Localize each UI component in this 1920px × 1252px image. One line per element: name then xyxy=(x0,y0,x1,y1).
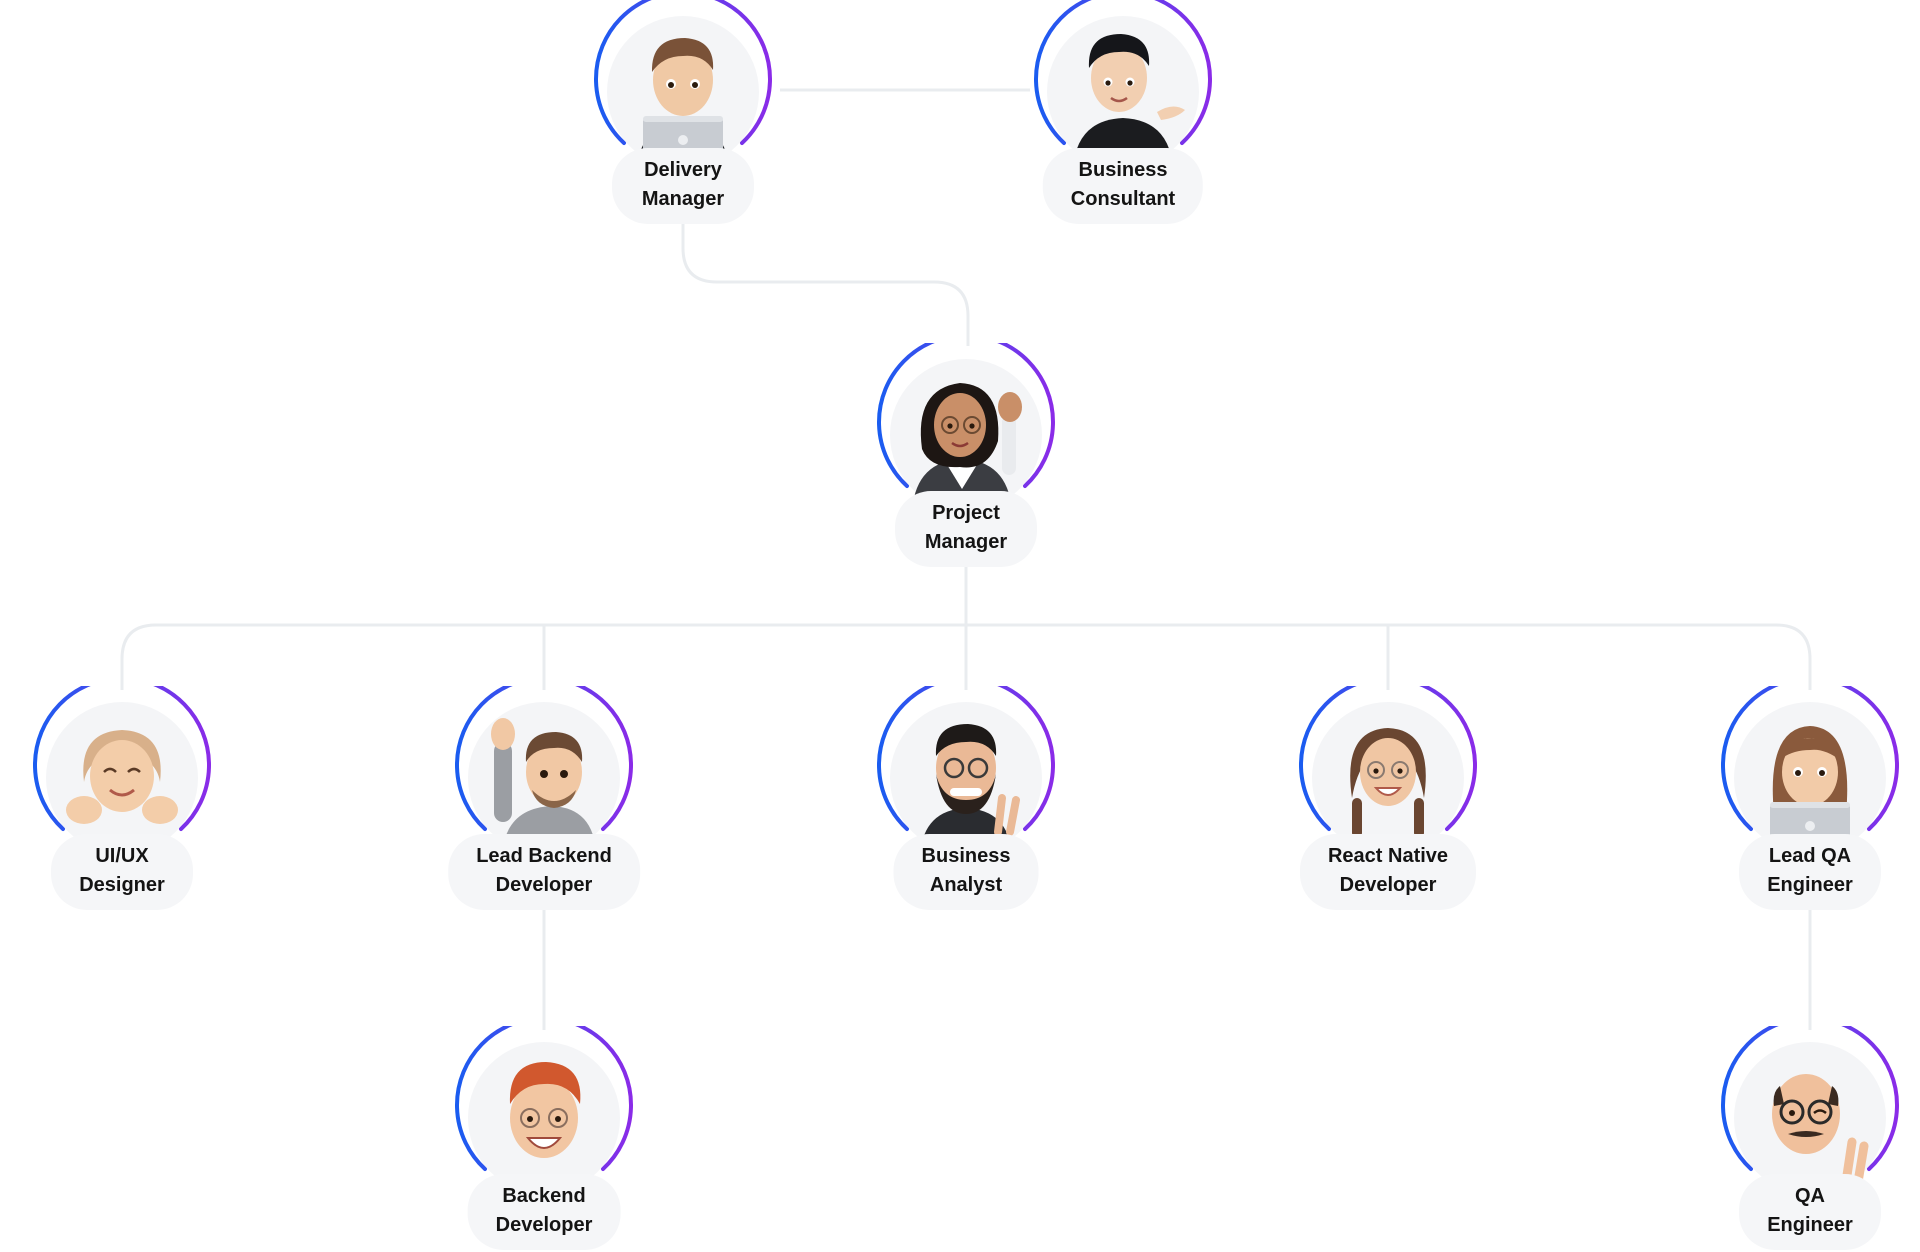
role-title-line-2: Developer xyxy=(495,874,593,896)
node-delivery-manager[interactable]: Delivery Manager xyxy=(583,0,783,226)
avatar-ring xyxy=(877,686,1055,831)
role-title-line-2: Manager xyxy=(924,531,1008,553)
avatar-ring xyxy=(1721,1026,1899,1171)
role-title-line-2: Developer xyxy=(1339,874,1437,896)
role-title-line-2: Engineer xyxy=(1767,874,1853,896)
role-title-line-1: UI/UX xyxy=(95,845,149,867)
node-qa-engineer[interactable]: QA Engineer xyxy=(1710,1026,1910,1252)
role-title-line-2: Designer xyxy=(79,874,165,896)
memoji-braided-woman-icon xyxy=(1312,702,1464,854)
memoji-laptop-woman-icon xyxy=(1734,702,1886,854)
ring-arc xyxy=(1721,686,1899,831)
role-label: Project Manager xyxy=(895,491,1037,567)
ring-arc xyxy=(1721,1026,1899,1171)
avatar-ring xyxy=(455,686,633,831)
memoji-laptop-man-icon xyxy=(607,16,759,168)
memoji-winking-man-icon xyxy=(1734,1042,1886,1194)
memoji-smiling-woman-icon xyxy=(46,702,198,854)
role-title-line-1: Business xyxy=(921,845,1011,867)
role-title-line-1: React Native xyxy=(1327,845,1449,867)
role-label: Lead Backend Developer xyxy=(448,834,640,910)
ring-arc xyxy=(455,686,633,831)
avatar-ring xyxy=(594,0,772,145)
ring-arc xyxy=(877,343,1055,488)
avatar-ring xyxy=(877,343,1055,488)
role-title-line-1: Backend xyxy=(502,1185,586,1207)
avatar-ring xyxy=(1299,686,1477,831)
connector-to-uiux xyxy=(120,623,157,690)
node-business-consultant[interactable]: Business Consultant xyxy=(1023,0,1223,226)
role-title-line-1: Lead QA xyxy=(1768,845,1852,867)
ring-arc xyxy=(1034,0,1212,145)
connector-to-leadqa xyxy=(1775,623,1812,690)
role-label: React Native Developer xyxy=(1299,834,1477,910)
avatar-ring xyxy=(33,686,211,831)
ring-arc xyxy=(877,686,1055,831)
role-title-line-2: Engineer xyxy=(1767,1214,1853,1236)
role-title-line-1: QA xyxy=(1795,1185,1825,1207)
memoji-peace-sign-man-icon xyxy=(890,702,1042,854)
ring-arc xyxy=(455,1026,633,1171)
memoji-presenting-man-icon xyxy=(1047,16,1199,168)
avatar-ring xyxy=(1034,0,1212,145)
ring-arc xyxy=(594,0,772,145)
connector-delivery-pm xyxy=(681,220,970,346)
role-label: Delivery Manager xyxy=(612,148,754,224)
role-title-line-2: Analyst xyxy=(929,874,1003,896)
memoji-waving-woman-icon xyxy=(890,359,1042,511)
role-label: Backend Developer xyxy=(467,1174,621,1250)
role-label: Lead QA Engineer xyxy=(1739,834,1881,910)
node-uiux-designer[interactable]: UI/UX Designer xyxy=(22,686,222,912)
node-business-analyst[interactable]: Business Analyst xyxy=(866,686,1066,912)
role-title-line-2: Developer xyxy=(495,1214,593,1236)
node-lead-qa-engineer[interactable]: Lead QA Engineer xyxy=(1710,686,1910,912)
role-label: UI/UX Designer xyxy=(51,834,193,910)
role-title-line-2: Consultant xyxy=(1070,188,1176,210)
ring-arc xyxy=(1299,686,1477,831)
role-title-line-2: Manager xyxy=(641,188,725,210)
role-label: QA Engineer xyxy=(1739,1174,1881,1250)
role-title-line-1: Delivery xyxy=(644,159,722,181)
role-title-line-1: Lead Backend xyxy=(476,845,612,867)
role-title-line-1: Project xyxy=(932,502,1000,524)
memoji-redhead-man-icon xyxy=(468,1042,620,1194)
ring-arc xyxy=(33,686,211,831)
role-title-line-1: Business xyxy=(1078,159,1168,181)
role-label: Business Analyst xyxy=(893,834,1039,910)
memoji-raising-hand-man-icon xyxy=(468,702,620,854)
avatar-ring xyxy=(1721,686,1899,831)
role-label: Business Consultant xyxy=(1042,148,1204,224)
avatar-ring xyxy=(455,1026,633,1171)
node-project-manager[interactable]: Project Manager xyxy=(866,343,1066,569)
node-lead-backend-developer[interactable]: Lead Backend Developer xyxy=(444,686,644,912)
node-react-native-developer[interactable]: React Native Developer xyxy=(1288,686,1488,912)
node-backend-developer[interactable]: Backend Developer xyxy=(444,1026,644,1252)
